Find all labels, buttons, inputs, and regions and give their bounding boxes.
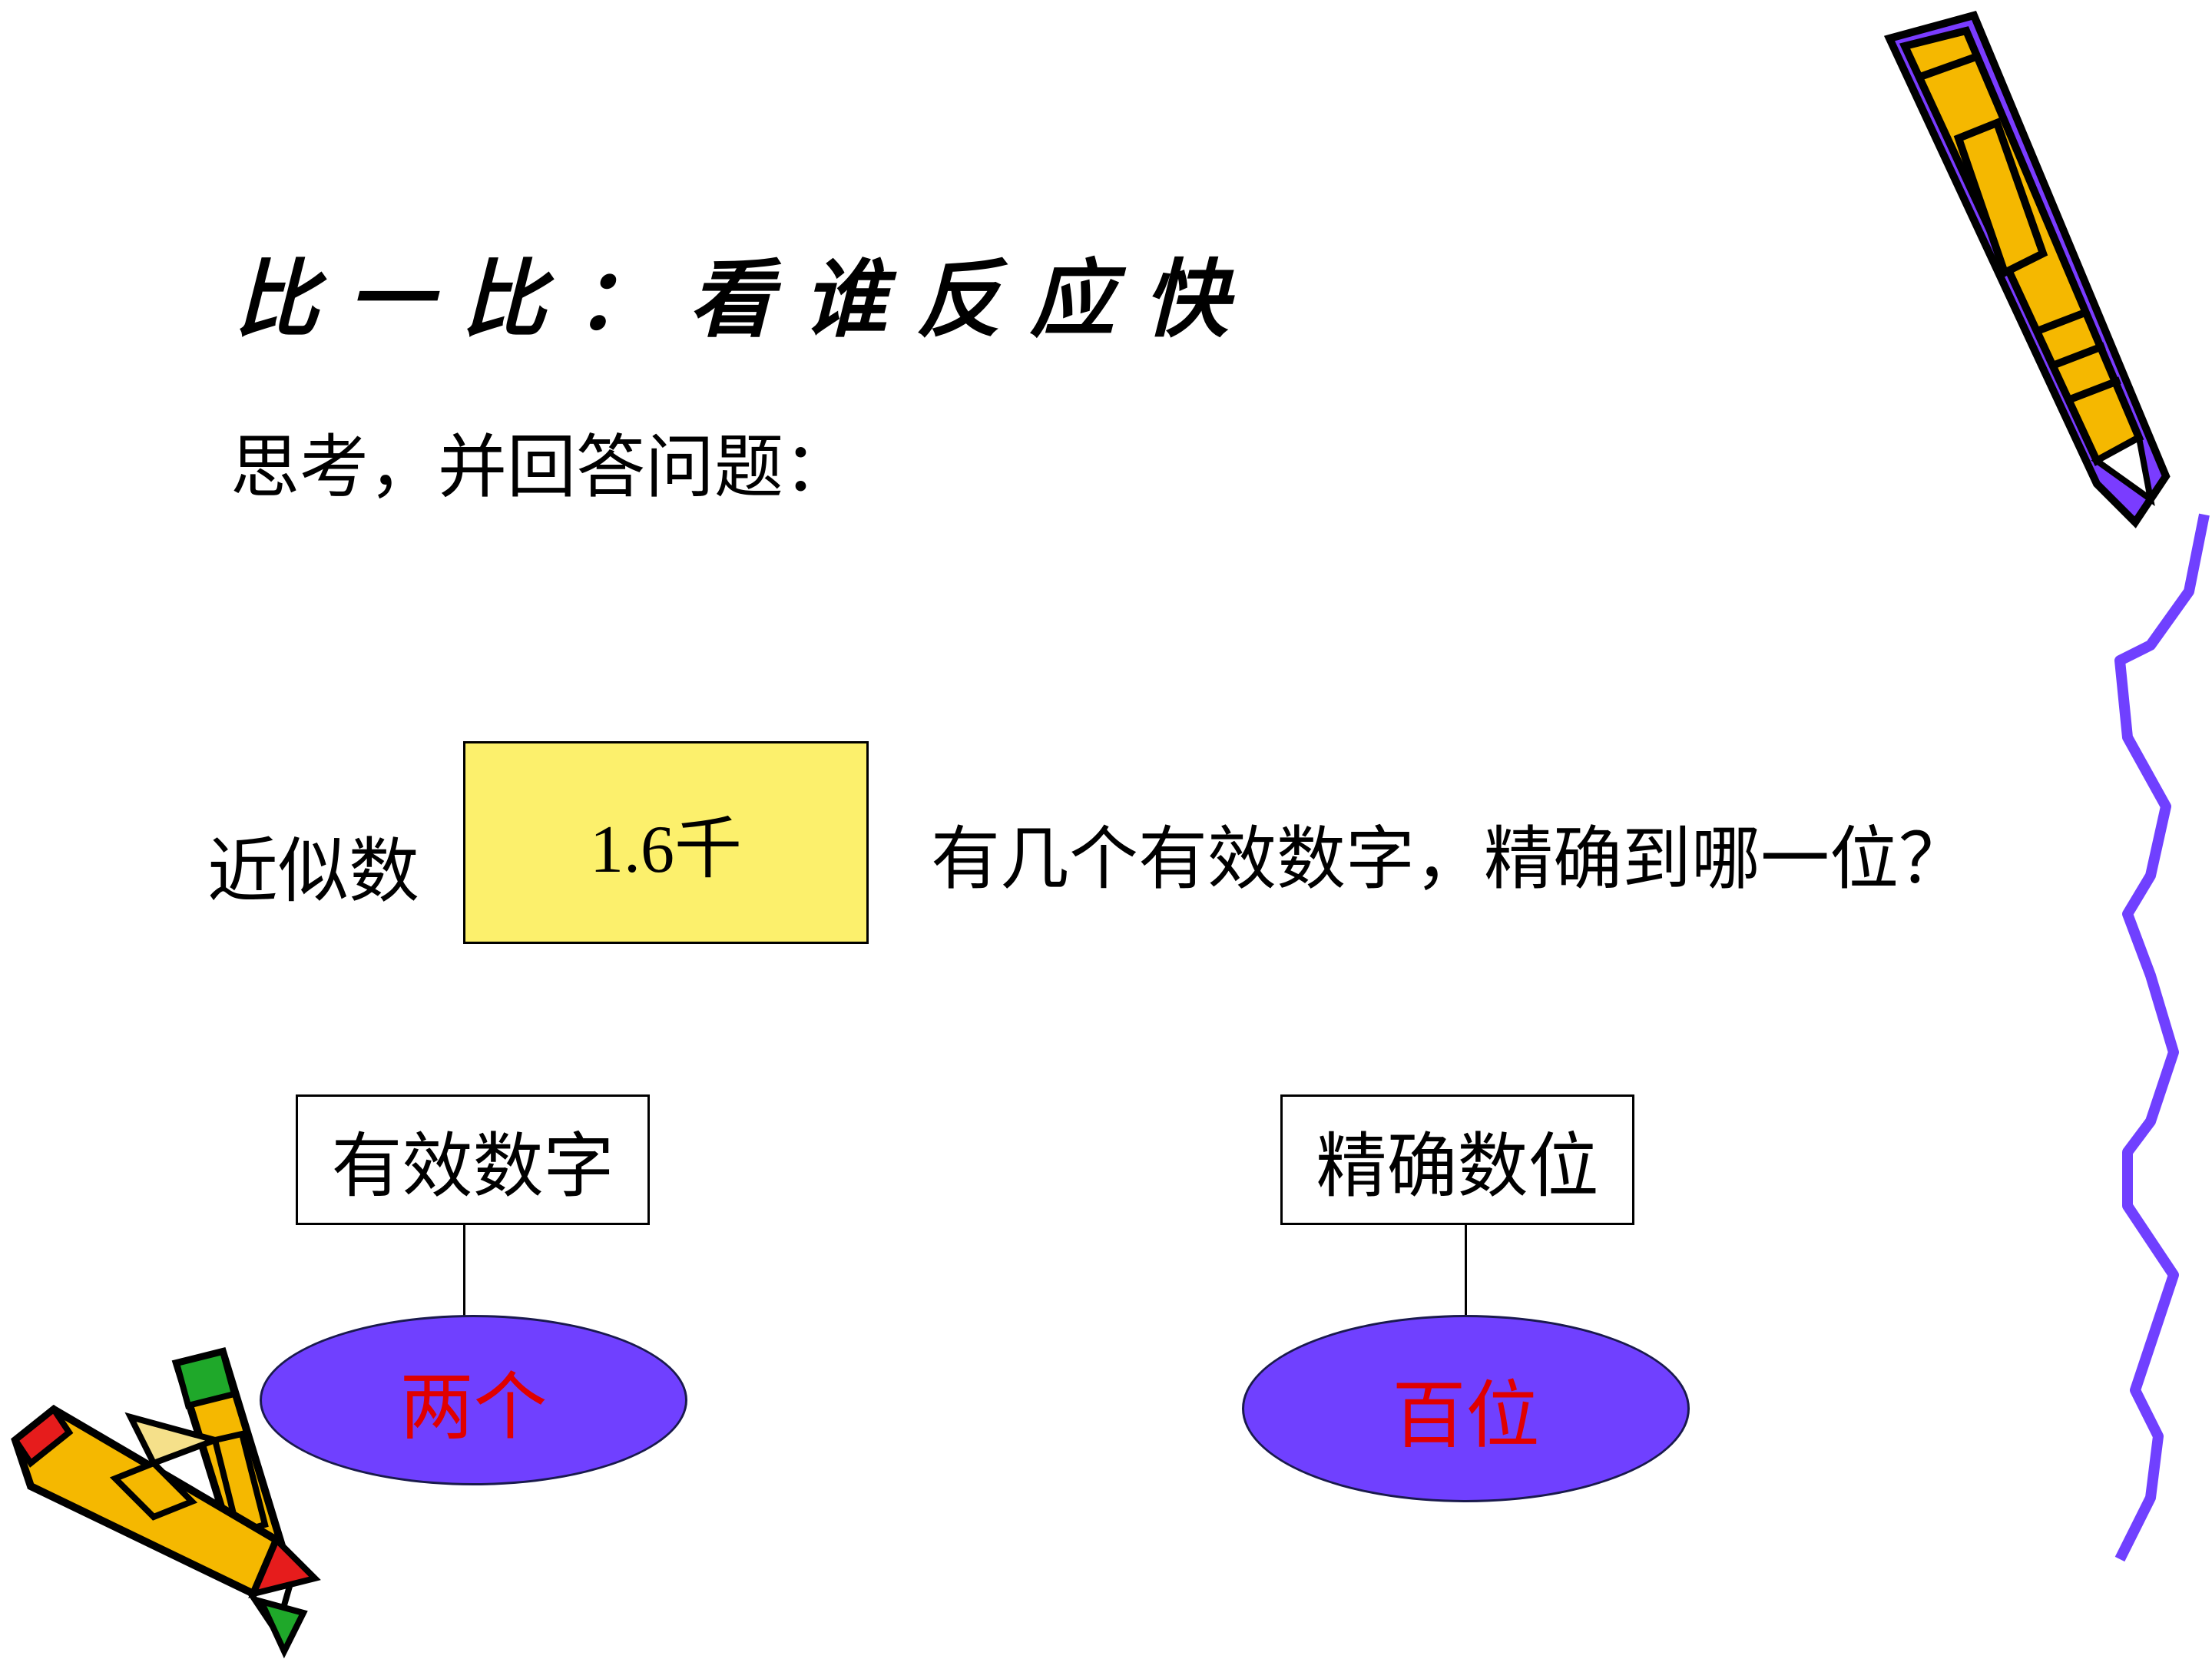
number-value: 1.6千 (589, 812, 742, 887)
answer-left-text: 两个 (399, 1363, 548, 1450)
answer-ellipse-right[interactable]: 百位 (1242, 1315, 1690, 1502)
answer-right-text: 百位 (1392, 1372, 1540, 1459)
significant-figures-box: 有效数字 (296, 1094, 650, 1225)
number-box: 1.6千 (463, 741, 869, 944)
question-text: 有几个有效数字，精确到哪一位？ (931, 819, 1968, 899)
approx-number-label: 近似数 (207, 830, 420, 912)
precision-place-label: 精确数位 (1316, 1124, 1599, 1207)
pencil-icon (1883, 11, 2171, 528)
connector-line-right (1465, 1225, 1467, 1317)
pencil-pair-icon (11, 1346, 321, 1659)
slide-subtitle: 思考，并回答问题： (230, 427, 853, 508)
precision-place-box: 精确数位 (1280, 1094, 1634, 1225)
slide-title: 比一比：看谁反应快 (234, 250, 1257, 349)
significant-figures-label: 有效数字 (331, 1124, 614, 1207)
connector-line-left (463, 1225, 465, 1317)
answer-ellipse-left[interactable]: 两个 (260, 1315, 687, 1485)
squiggle-line (2114, 513, 2210, 1562)
